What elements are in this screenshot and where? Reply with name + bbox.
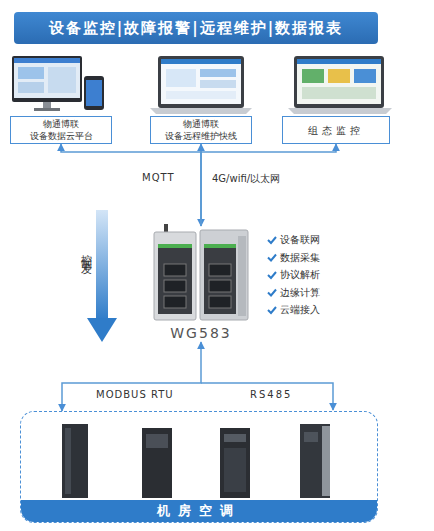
ac-panel [224, 434, 246, 442]
laptop-base [150, 108, 252, 114]
arrow-head [87, 318, 117, 342]
screen-block [166, 91, 236, 99]
heat-sink [238, 236, 246, 316]
feature-item: 协议解析 [280, 269, 320, 282]
ethernet-port [164, 264, 186, 276]
feature-item: 边缘计算 [280, 287, 320, 300]
network-label: 4G/wifi/以太网 [212, 172, 280, 186]
bus-label: RS485 [250, 389, 292, 400]
gateway-illustration [154, 224, 248, 320]
ac-cabinet [220, 428, 250, 498]
ethernet-port [209, 280, 231, 292]
screen-block [18, 67, 44, 79]
caption-text: 物通博联 设备远程维护快线 [151, 118, 251, 142]
ac-cabinet [142, 428, 172, 498]
phone-screen [86, 80, 102, 106]
screen-block [302, 87, 376, 99]
caption-box: 物通博联 设备远程维护快线 [150, 116, 252, 144]
ac-grill [224, 448, 246, 492]
device-front [204, 244, 236, 314]
laptop-frame [158, 56, 244, 108]
arrow-shaft [96, 210, 108, 320]
ac-panel [304, 432, 318, 442]
ethernet-port [164, 296, 186, 308]
check-mark [268, 272, 276, 278]
feature-item: 云端接入 [280, 304, 320, 317]
laptop-frame [294, 56, 384, 108]
connector [61, 144, 201, 226]
screen-block [200, 69, 236, 77]
ac-units [62, 424, 330, 498]
screen-block [328, 69, 350, 83]
ethernet-port [209, 296, 231, 308]
monitor-frame [12, 56, 82, 102]
protocol-label: MODBUS RTU [96, 389, 174, 400]
connector [200, 144, 202, 226]
screen-block [166, 69, 196, 87]
band-label: 机房空调 [157, 503, 241, 519]
laptop-screen [161, 59, 241, 104]
check-mark [268, 255, 276, 261]
label-band: 机房空调 [21, 500, 377, 522]
ac-cabinet [300, 424, 330, 498]
monitor-screen [14, 58, 80, 98]
screen-header [14, 58, 80, 63]
check-list [268, 237, 276, 313]
device-model: WG583 [170, 325, 231, 342]
device-front [158, 244, 192, 314]
device-body [154, 232, 196, 320]
monitor-stand [43, 102, 51, 108]
screen-block [48, 67, 76, 93]
equipment-group: 机房空调 [20, 411, 378, 523]
caption-box: 物通博联 设备数据云平台 [10, 116, 112, 144]
screen-block [18, 82, 44, 93]
ac-panel [146, 434, 168, 448]
connector [201, 144, 336, 226]
ethernet-port [164, 280, 186, 292]
phone-body [84, 76, 104, 110]
bus-branch [201, 383, 333, 410]
gateway-node: WG583 [152, 226, 250, 342]
screen-header [161, 59, 241, 64]
screen-block [200, 80, 236, 88]
feature-item: 数据采集 [280, 252, 320, 265]
ac-panel [65, 428, 71, 494]
device-strip [158, 244, 192, 248]
monitor-base [34, 108, 60, 111]
caption-box: 组态监控 [282, 116, 390, 144]
check-mark [268, 290, 276, 296]
monitor-illustration [12, 56, 104, 111]
control-arrow [87, 210, 117, 342]
check-mark [268, 307, 276, 313]
check-mark [268, 237, 276, 243]
arrow-label: 控制下发 [78, 246, 93, 258]
laptop-base [288, 108, 392, 114]
screen-block [354, 69, 376, 83]
laptop-illustration [288, 56, 392, 114]
ac-side-panel [322, 426, 330, 496]
device-body [200, 230, 248, 320]
ac-cabinet [62, 424, 88, 498]
protocol-label: MQTT [142, 172, 175, 183]
laptop-illustration [150, 56, 252, 114]
feature-item: 设备联网 [280, 234, 320, 247]
caption-text: 物通博联 设备数据云平台 [11, 118, 111, 142]
laptop-screen [297, 59, 381, 104]
title-banner: 设备监控|故障报警|远程维护|数据报表 [14, 12, 378, 44]
device-strip [204, 244, 236, 248]
connector [62, 342, 201, 411]
caption-text: 组态监控 [308, 124, 364, 137]
ethernet-port [209, 264, 231, 276]
screen-header [297, 59, 381, 64]
screen-block [302, 69, 324, 83]
